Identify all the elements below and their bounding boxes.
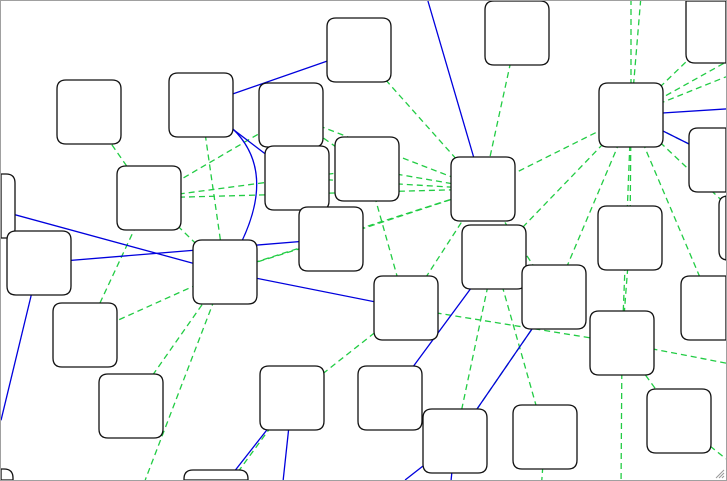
graph-node[interactable] <box>1 173 16 239</box>
dashed-edge <box>144 271 226 480</box>
graph-node[interactable] <box>422 408 488 474</box>
graph-node[interactable] <box>512 404 578 470</box>
dashed-edge <box>630 61 726 116</box>
dashed-edge <box>482 114 632 190</box>
dashed-edge <box>148 197 226 273</box>
dashed-edge <box>130 271 226 407</box>
graph-node[interactable] <box>116 165 182 231</box>
dashed-edge <box>88 111 150 199</box>
graph-node[interactable] <box>1 468 14 480</box>
solid-edge <box>38 238 332 264</box>
solid-edge <box>1 210 226 273</box>
dashed-edge <box>148 168 368 199</box>
graph-node[interactable] <box>168 72 234 138</box>
graph-node[interactable] <box>334 136 400 202</box>
graph-node[interactable] <box>52 302 118 368</box>
graph-node[interactable] <box>688 127 726 193</box>
dashed-edge <box>630 1 642 116</box>
graph-node[interactable] <box>680 275 726 341</box>
dashed-edge <box>148 188 484 199</box>
dashed-edge <box>148 114 292 199</box>
graph-node[interactable] <box>718 195 726 261</box>
dashed-edge <box>621 342 726 364</box>
graph-node[interactable] <box>264 145 330 211</box>
dashed-edge <box>621 237 631 344</box>
graph-node[interactable] <box>98 373 164 439</box>
graph-node[interactable] <box>685 1 726 64</box>
graph-node[interactable] <box>484 1 550 66</box>
graph-node[interactable] <box>589 310 655 376</box>
graph-node[interactable] <box>326 17 392 83</box>
dashed-edge <box>405 307 623 344</box>
graph-node[interactable] <box>6 230 72 296</box>
graph-node[interactable] <box>646 388 712 454</box>
graph-node[interactable] <box>598 82 664 148</box>
graph-node[interactable] <box>258 82 324 148</box>
graph-node[interactable] <box>461 224 527 290</box>
graph-node[interactable] <box>450 156 516 222</box>
graph-node[interactable] <box>521 264 587 330</box>
graph-node[interactable] <box>192 239 258 305</box>
graph-node[interactable] <box>183 469 249 480</box>
graph-node[interactable] <box>373 275 439 341</box>
resize-grip-icon[interactable] <box>713 467 725 479</box>
dashed-edge <box>630 76 726 116</box>
graph-node[interactable] <box>56 79 122 145</box>
graph-node[interactable] <box>298 206 364 272</box>
solid-curved-edge <box>232 128 258 244</box>
graph-node[interactable] <box>597 205 663 271</box>
graph-node[interactable] <box>357 365 423 431</box>
graph-node[interactable] <box>259 365 325 431</box>
